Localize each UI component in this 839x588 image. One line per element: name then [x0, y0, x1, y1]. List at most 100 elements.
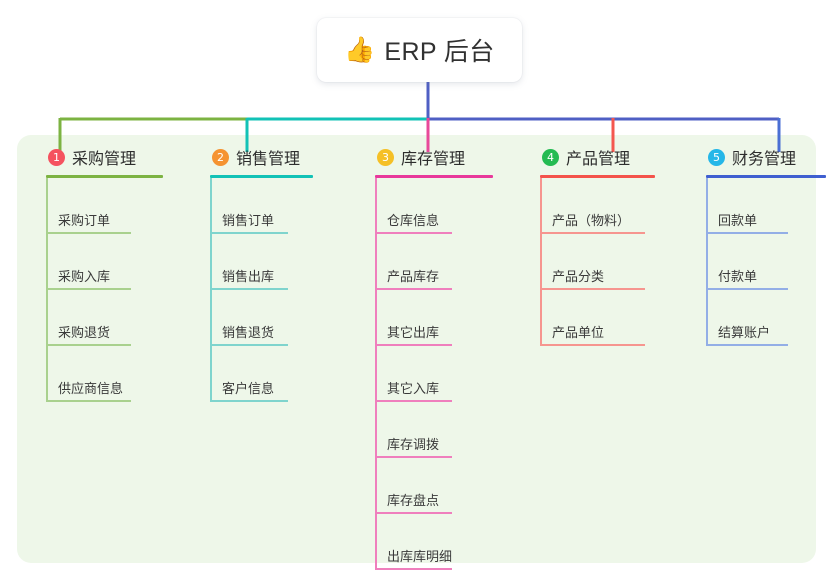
- branch-header-2[interactable]: 2 销售管理: [200, 145, 350, 169]
- branch-header-3[interactable]: 3 库存管理: [365, 145, 515, 169]
- leaf-node-label: 库存调拨: [387, 437, 440, 452]
- branch-header-rule: [46, 175, 163, 178]
- branch-title: 财务管理: [732, 151, 797, 168]
- leaf-node[interactable]: 销售订单: [200, 178, 350, 234]
- leaf-node[interactable]: 结算账户: [696, 290, 836, 346]
- leaf-node-rule: [46, 400, 131, 402]
- branch-index-badge: 5: [708, 148, 725, 166]
- branch-column-2: 2 销售管理销售订单销售出库销售退货客户信息: [200, 145, 350, 402]
- leaf-node-rule: [375, 512, 452, 514]
- leaf-node[interactable]: 采购退货: [36, 290, 186, 346]
- leaf-node-rule: [540, 344, 645, 346]
- leaf-node-label: 销售订单: [222, 213, 275, 228]
- leaf-node-rule: [706, 344, 788, 346]
- leaf-node-label: 销售出库: [222, 269, 275, 284]
- leaf-node-label: 产品（物料）: [552, 213, 631, 228]
- leaf-node-label: 采购退货: [58, 325, 111, 340]
- leaf-node[interactable]: 产品库存: [365, 234, 515, 290]
- leaf-node[interactable]: 产品分类: [530, 234, 685, 290]
- leaf-node-label: 采购订单: [58, 213, 111, 228]
- leaf-node-rule: [706, 232, 788, 234]
- leaf-node-label: 供应商信息: [58, 381, 124, 396]
- leaf-node[interactable]: 产品单位: [530, 290, 685, 346]
- branch-index-badge: 3: [377, 148, 394, 166]
- branch-header-rule: [540, 175, 655, 178]
- leaf-node-label: 客户信息: [222, 381, 275, 396]
- branch-leaf-list: 产品（物料） 产品分类产品单位: [530, 178, 685, 346]
- branch-index-badge: 2: [212, 148, 229, 166]
- thumbs-up-icon: 👍: [344, 35, 376, 64]
- leaf-node[interactable]: 付款单: [696, 234, 836, 290]
- leaf-node[interactable]: 库存调拨: [365, 402, 515, 458]
- leaf-node-label: 产品库存: [387, 269, 440, 284]
- leaf-node-rule: [46, 288, 131, 290]
- leaf-node-rule: [46, 232, 131, 234]
- leaf-node-label: 出库库明细: [387, 549, 453, 564]
- leaf-node-label: 库存盘点: [387, 493, 440, 508]
- branch-header-rule: [706, 175, 826, 178]
- branch-index-badge: 4: [542, 148, 559, 166]
- leaf-node[interactable]: 销售退货: [200, 290, 350, 346]
- root-node[interactable]: 👍 ERP 后台: [317, 18, 522, 82]
- leaf-node-rule: [46, 344, 131, 346]
- branch-spine: [706, 178, 708, 346]
- leaf-node-rule: [375, 456, 452, 458]
- branch-title: 采购管理: [72, 151, 137, 168]
- branch-header-1[interactable]: 1 采购管理: [36, 145, 186, 169]
- leaf-node[interactable]: 其它入库: [365, 346, 515, 402]
- branch-column-4: 4 产品管理产品（物料） 产品分类产品单位: [530, 145, 685, 346]
- branch-leaf-list: 仓库信息产品库存其它出库其它入库库存调拨库存盘点出库库明细: [365, 178, 515, 570]
- leaf-node[interactable]: 仓库信息: [365, 178, 515, 234]
- branch-spine: [540, 178, 542, 346]
- leaf-node[interactable]: 销售出库: [200, 234, 350, 290]
- root-node-title: ERP 后台: [384, 38, 495, 66]
- leaf-node-rule: [210, 232, 288, 234]
- branch-title: 库存管理: [401, 151, 466, 168]
- branch-leaf-list: 采购订单采购入库采购退货供应商信息: [36, 178, 186, 402]
- branch-leaf-list: 销售订单销售出库销售退货客户信息: [200, 178, 350, 402]
- branch-spine: [375, 178, 377, 570]
- leaf-node-rule: [540, 232, 645, 234]
- leaf-node-label: 采购入库: [58, 269, 111, 284]
- leaf-node[interactable]: 库存盘点: [365, 458, 515, 514]
- leaf-node-label: 回款单: [718, 213, 758, 228]
- leaf-node-label: 其它入库: [387, 381, 440, 396]
- branch-spine: [210, 178, 212, 402]
- branch-index-badge: 1: [48, 148, 65, 166]
- branch-title: 产品管理: [566, 151, 631, 168]
- leaf-node[interactable]: 出库库明细: [365, 514, 515, 570]
- leaf-node[interactable]: 回款单: [696, 178, 836, 234]
- leaf-node-label: 其它出库: [387, 325, 440, 340]
- leaf-node-label: 仓库信息: [387, 213, 440, 228]
- leaf-node[interactable]: 客户信息: [200, 346, 350, 402]
- branch-spine: [46, 178, 48, 402]
- leaf-node-rule: [540, 288, 645, 290]
- leaf-node[interactable]: 供应商信息: [36, 346, 186, 402]
- branch-leaf-list: 回款单付款单结算账户: [696, 178, 836, 346]
- branch-column-3: 3 库存管理仓库信息产品库存其它出库其它入库库存调拨库存盘点出库库明细: [365, 145, 515, 570]
- leaf-node[interactable]: 产品（物料）: [530, 178, 685, 234]
- leaf-node[interactable]: 采购入库: [36, 234, 186, 290]
- leaf-node-label: 销售退货: [222, 325, 275, 340]
- leaf-node-rule: [375, 232, 452, 234]
- branch-title: 销售管理: [236, 151, 301, 168]
- branch-header-rule: [375, 175, 493, 178]
- leaf-node[interactable]: 采购订单: [36, 178, 186, 234]
- branch-header-4[interactable]: 4 产品管理: [530, 145, 685, 169]
- leaf-node-label: 产品单位: [552, 325, 605, 340]
- leaf-node-rule: [210, 344, 288, 346]
- leaf-node-rule: [210, 400, 288, 402]
- leaf-node-rule: [706, 288, 788, 290]
- leaf-node-rule: [375, 288, 452, 290]
- branch-header-5[interactable]: 5 财务管理: [696, 145, 836, 169]
- leaf-node-label: 产品分类: [552, 269, 605, 284]
- leaf-node-rule: [210, 288, 288, 290]
- leaf-node-rule: [375, 344, 452, 346]
- leaf-node-rule: [375, 568, 452, 570]
- leaf-node-rule: [375, 400, 452, 402]
- leaf-node[interactable]: 其它出库: [365, 290, 515, 346]
- branch-column-1: 1 采购管理采购订单采购入库采购退货供应商信息: [36, 145, 186, 402]
